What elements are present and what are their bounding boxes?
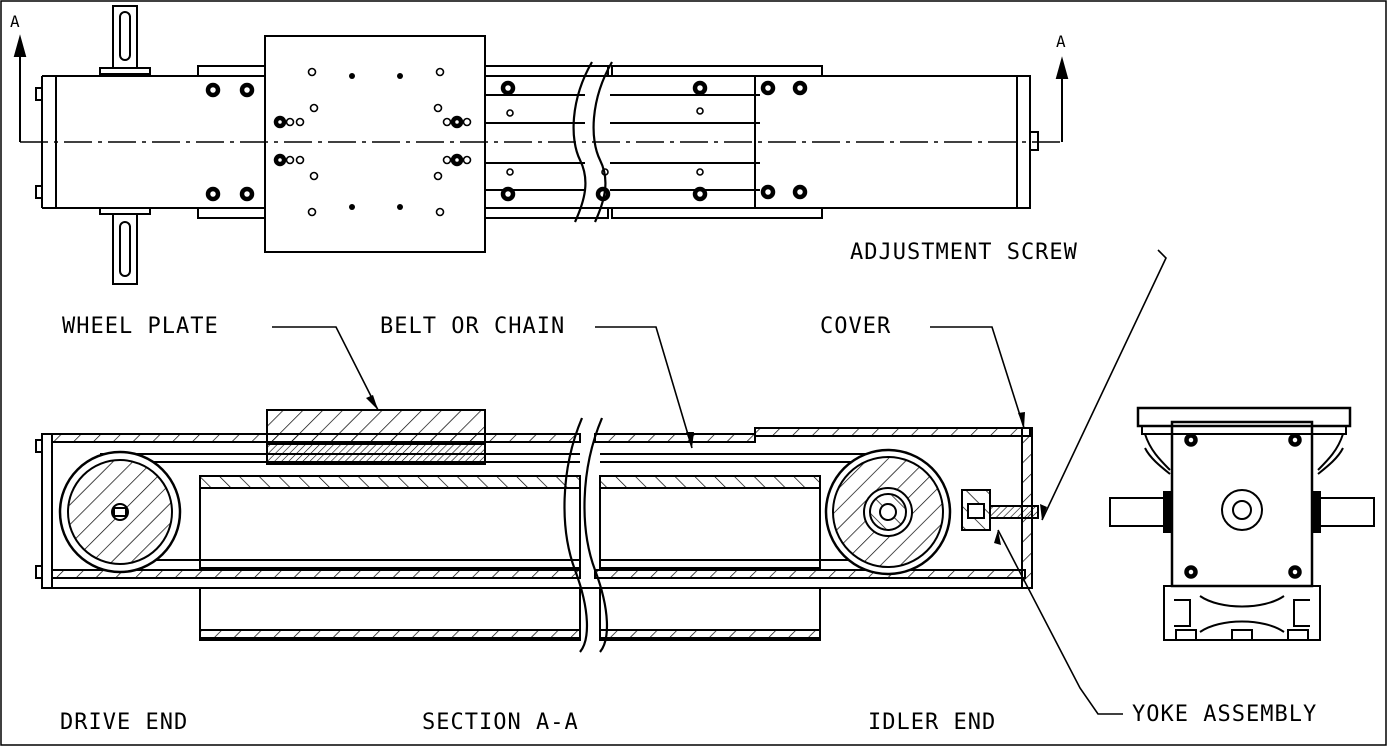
view-title-idler-end: IDLER END <box>868 710 997 735</box>
callout-yoke-assembly: YOKE ASSEMBLY <box>1132 702 1318 727</box>
section-view <box>35 409 1039 653</box>
view-title-drive-end: DRIVE END <box>60 710 189 735</box>
leader-lines <box>272 249 1167 715</box>
section-mark-left: A <box>10 12 21 31</box>
callout-cover: COVER <box>820 314 892 339</box>
leader-arrowheads <box>366 395 1047 545</box>
idler-end-view <box>1109 406 1375 641</box>
view-title-section: SECTION A-A <box>422 710 579 735</box>
callout-wheel-plate: WHEEL PLATE <box>62 314 219 339</box>
plan-view-holes <box>205 67 808 217</box>
callout-adjustment-screw: ADJUSTMENT SCREW <box>850 240 1078 265</box>
section-mark-right: A <box>1056 32 1067 51</box>
callout-belt-or-chain: BELT OR CHAIN <box>380 314 566 339</box>
plan-view <box>13 5 1069 285</box>
